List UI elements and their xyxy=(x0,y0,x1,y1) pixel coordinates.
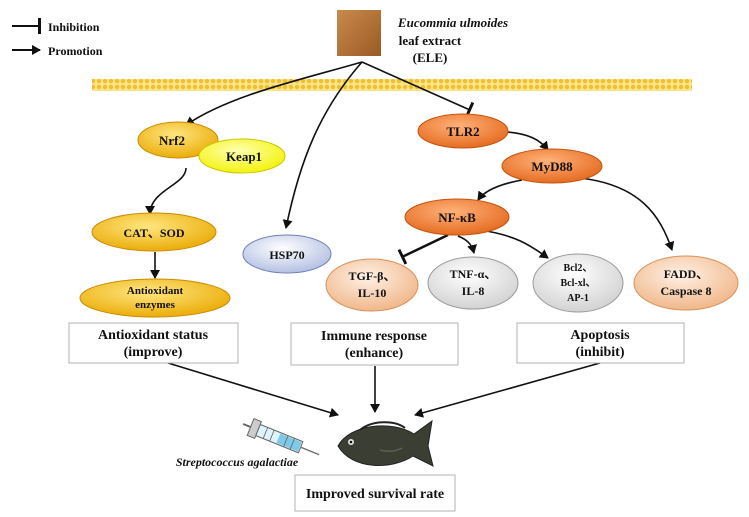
source-line2: leaf extract xyxy=(399,33,462,48)
legend: Inhibition Promotion xyxy=(12,18,103,58)
node-tgfb-il10: TGF-β、 IL-10 xyxy=(325,258,419,312)
result-box: Improved survival rate xyxy=(294,474,456,512)
outcome-antioxidant-1: Antioxidant status xyxy=(98,328,209,343)
node-nfkb: NF-κB xyxy=(404,198,510,236)
fish-icon xyxy=(337,419,434,467)
nfkb-label: NF-κB xyxy=(438,210,476,225)
keap1-label: Keap1 xyxy=(226,149,262,164)
syringe-icon xyxy=(242,418,320,456)
node-keap1: Keap1 xyxy=(198,138,286,174)
outcome-apoptosis-1: Apoptosis xyxy=(570,328,630,343)
connector-arrows xyxy=(145,61,675,418)
tnfa-label-2: IL-8 xyxy=(462,284,485,298)
pathogen-label: Streptococcus agalactiae xyxy=(176,455,299,469)
bcl-label-3: AP-1 xyxy=(567,293,589,304)
outcome-apoptosis-2: (inhibit) xyxy=(575,345,624,360)
node-antioxidant-enzymes: Antioxidant enzymes xyxy=(79,278,231,318)
fadd-label-2: Caspase 8 xyxy=(660,284,711,298)
antioxidant-label-1: Antioxidant xyxy=(127,285,184,297)
outcome-immune-2: (enhance) xyxy=(345,346,404,361)
fadd-label-1: FADD、 xyxy=(664,267,708,281)
outcome-immune-1: Immune response xyxy=(321,329,427,344)
tnfa-label-1: TNF-α、 xyxy=(450,267,497,281)
source-species: Eucommia ulmoides xyxy=(397,15,508,30)
outcome-apoptosis-box: Apoptosis (inhibit) xyxy=(516,322,685,364)
node-myd88: MyD88 xyxy=(501,148,603,184)
bcl-label-2: Bcl-xl、 xyxy=(561,278,596,289)
result-label: Improved survival rate xyxy=(306,487,444,502)
tlr2-label: TLR2 xyxy=(446,124,479,139)
outcome-antioxidant-box: Antioxidant status (improve) xyxy=(68,322,239,364)
tgfb-label-2: IL-10 xyxy=(358,286,387,300)
cat-sod-label: CAT、SOD xyxy=(123,226,184,240)
node-hsp70: HSP70 xyxy=(242,234,332,274)
node-cat-sod: CAT、SOD xyxy=(91,212,217,252)
tgfb-label-1: TGF-β、 xyxy=(349,269,396,283)
bcl-label-1: Bcl2、 xyxy=(564,263,593,274)
node-tnfa-il8: TNF-α、 IL-8 xyxy=(427,256,519,310)
source-abbr: (ELE) xyxy=(413,50,448,65)
node-bcl2-ap1: Bcl2、 Bcl-xl、 AP-1 xyxy=(532,253,624,313)
node-fadd-caspase8: FADD、 Caspase 8 xyxy=(633,255,739,311)
myd88-label: MyD88 xyxy=(531,159,573,174)
leaf-extract-image xyxy=(337,10,381,56)
legend-inhibition: Inhibition xyxy=(48,20,100,34)
node-tlr2: TLR2 xyxy=(417,113,509,149)
node-nrf2: Nrf2 xyxy=(137,121,219,159)
cell-membrane xyxy=(92,79,692,91)
nrf2-label: Nrf2 xyxy=(159,133,185,148)
legend-promotion: Promotion xyxy=(48,44,103,58)
hsp70-label: HSP70 xyxy=(269,248,304,262)
antioxidant-label-2: enzymes xyxy=(135,299,175,311)
outcome-immune-box: Immune response (enhance) xyxy=(290,322,459,366)
outcome-antioxidant-2: (improve) xyxy=(124,345,183,360)
